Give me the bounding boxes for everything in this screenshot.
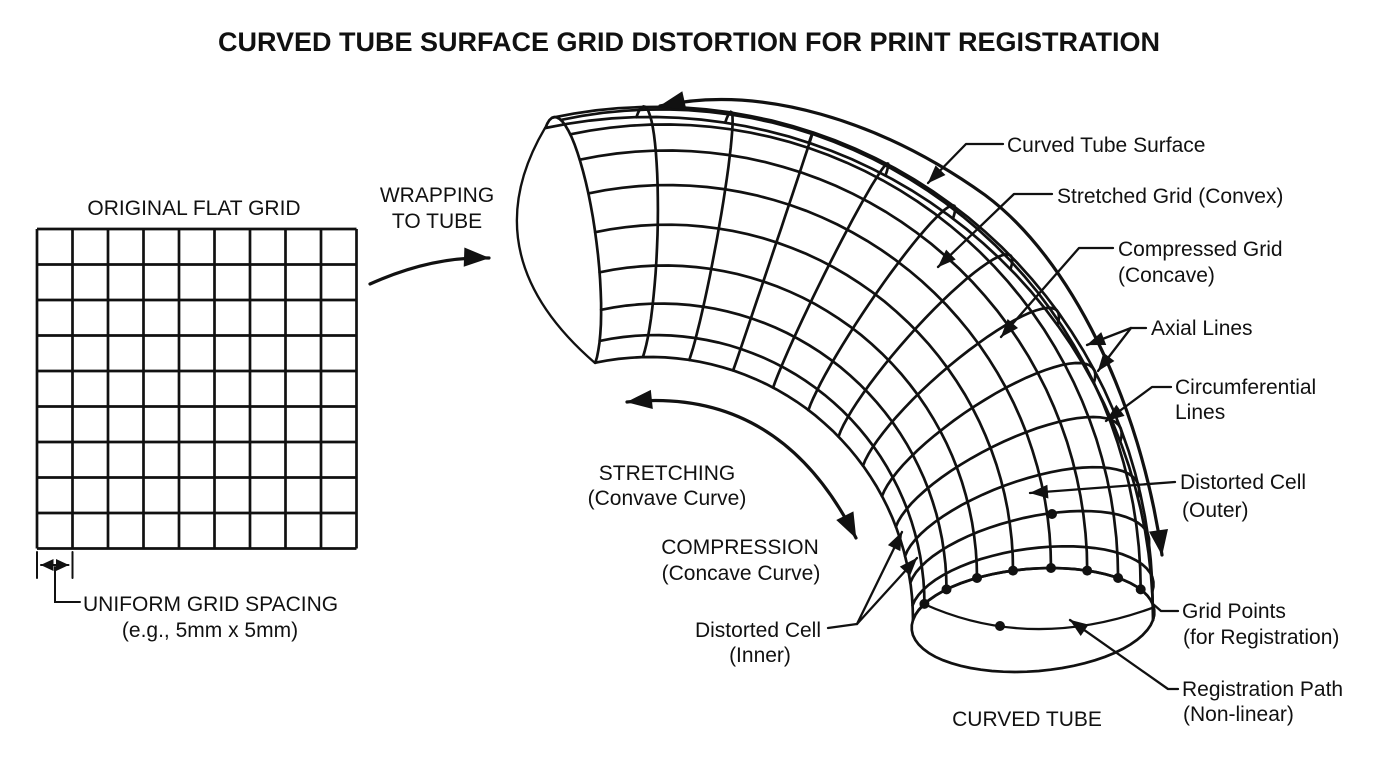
spacing-note-line1: UNIFORM GRID SPACING bbox=[83, 593, 338, 616]
label-curved-tube-surface: Curved Tube Surface bbox=[1007, 134, 1205, 157]
label-compression-line1: COMPRESSION bbox=[661, 536, 819, 559]
axial-line bbox=[593, 223, 1015, 572]
leader-registration-path bbox=[1068, 618, 1180, 691]
flat-grid-label: ORIGINAL FLAT GRID bbox=[87, 197, 300, 220]
label-distorted-cell-inner-line1: Distorted Cell bbox=[695, 619, 821, 642]
wrapping-label-line2: TO TUBE bbox=[392, 210, 482, 233]
flat-grid bbox=[35, 227, 358, 550]
tube-end-cap bbox=[910, 566, 1156, 674]
grid-point-dot bbox=[1047, 509, 1057, 519]
grid-point-dot bbox=[1008, 565, 1018, 576]
wrapping-label-line1: WRAPPING bbox=[380, 184, 494, 207]
label-circumferential-line2: Lines bbox=[1175, 401, 1225, 424]
grid-point-dot bbox=[1046, 563, 1056, 573]
label-compressed-grid-line1: Compressed Grid bbox=[1118, 238, 1283, 261]
wrapping-to-tube-arrow bbox=[368, 247, 491, 286]
wrap-direction-arrow-outer bbox=[658, 91, 1168, 557]
tube-left-opening-rim bbox=[515, 126, 597, 365]
leader-grid-points bbox=[1151, 602, 1180, 613]
label-registration-path-line1: Registration Path bbox=[1182, 678, 1343, 701]
registration-path-curve bbox=[922, 602, 1154, 631]
grid-point-dot bbox=[1082, 565, 1093, 576]
leader-stretched-grid bbox=[936, 192, 1054, 269]
circumferential-line bbox=[687, 110, 734, 362]
grid-point-dot bbox=[941, 584, 952, 595]
grid-point-dot bbox=[972, 573, 982, 583]
label-stretched-grid: Stretched Grid (Convex) bbox=[1057, 185, 1283, 208]
label-grid-points-line1: Grid Points bbox=[1182, 600, 1286, 623]
label-axial-lines: Axial Lines bbox=[1151, 317, 1253, 340]
leader-axial-lines-2 bbox=[1096, 326, 1133, 373]
spacing-note-line2: (e.g., 5mm x 5mm) bbox=[122, 619, 298, 642]
leader-uniform-grid-spacing bbox=[54, 566, 81, 603]
circumferential-line bbox=[635, 104, 660, 359]
label-circumferential-line1: Circumferential bbox=[1175, 376, 1316, 399]
curved-tube-caption: CURVED TUBE bbox=[952, 708, 1102, 731]
leader-distorted-cell-outer bbox=[1028, 480, 1177, 499]
label-registration-path-line2: (Non-linear) bbox=[1183, 703, 1294, 726]
leader-compressed-grid bbox=[999, 246, 1115, 339]
label-grid-points-line2: (for Registration) bbox=[1183, 626, 1339, 649]
leader-circumferential-lines bbox=[1104, 385, 1173, 423]
label-stretching-line1: STRETCHING bbox=[599, 462, 736, 485]
label-distorted-cell-inner-line2: (Inner) bbox=[729, 644, 791, 667]
leader-distorted-cell-inner-2 bbox=[855, 556, 919, 626]
label-distorted-cell-outer-line1: Distorted Cell bbox=[1180, 471, 1306, 494]
grid-point-dot bbox=[1135, 584, 1146, 595]
page-title: CURVED TUBE SURFACE GRID DISTORTION FOR … bbox=[218, 27, 1160, 57]
grid-point-dot bbox=[1113, 573, 1124, 583]
stretch-compress-arrow-inner bbox=[625, 389, 858, 540]
circumferential-line bbox=[544, 115, 603, 365]
label-stretching-line2: (Convave Curve) bbox=[588, 487, 747, 510]
label-compression-line2: (Concave Curve) bbox=[662, 562, 821, 585]
leader-curved-tube-surface bbox=[926, 142, 1005, 185]
circumferential-line bbox=[837, 253, 1014, 438]
axial-line bbox=[598, 264, 979, 580]
label-distorted-cell-outer-line2: (Outer) bbox=[1182, 499, 1249, 522]
label-compressed-grid-line2: (Concave) bbox=[1118, 264, 1215, 287]
